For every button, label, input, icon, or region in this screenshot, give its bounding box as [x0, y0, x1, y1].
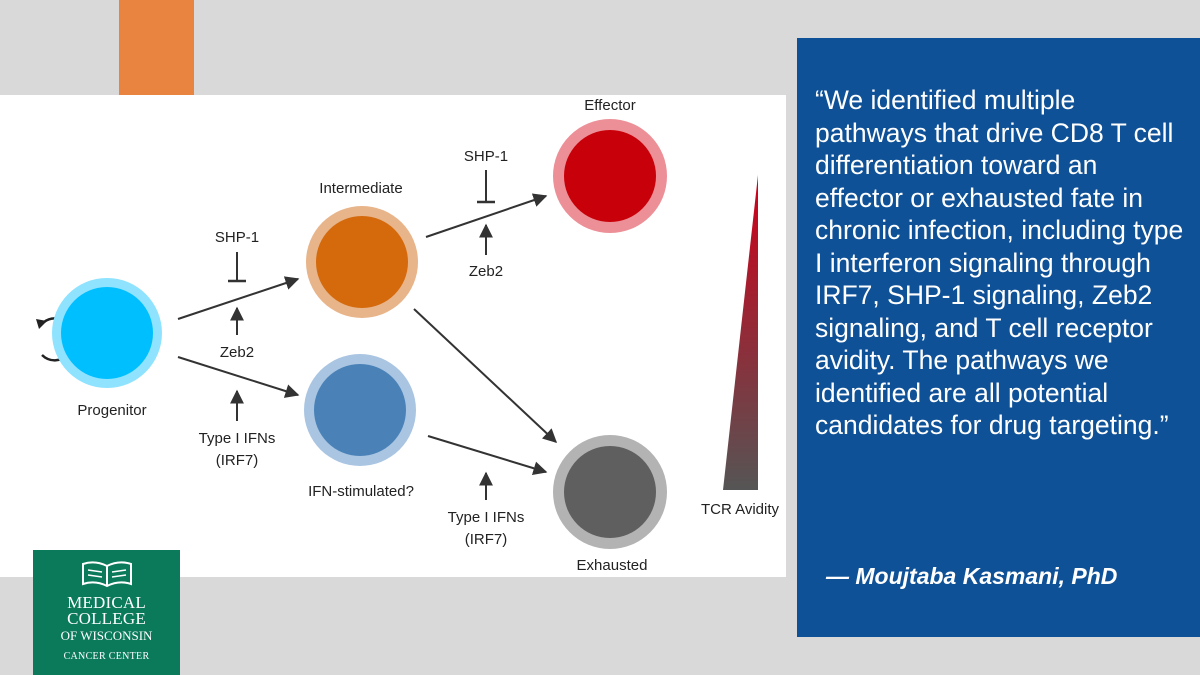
label-ifn-stimulated: IFN-stimulated?	[308, 483, 414, 500]
intermediate-cell	[306, 206, 418, 318]
logo-line-cancer-center: CANCER CENTER	[63, 651, 150, 662]
differentiation-diagram: Progenitor Intermediate Effector IFN-sti…	[0, 95, 786, 577]
label-tcr-avidity: TCR Avidity	[701, 501, 780, 518]
label-zeb2-upper: Zeb2	[220, 344, 254, 361]
exhausted-cell	[553, 435, 667, 549]
label-progenitor: Progenitor	[77, 402, 146, 419]
logo-line-college: COLLEGE	[67, 609, 146, 628]
effector-cell	[553, 119, 667, 233]
mcw-cancer-center-logo: MEDICAL COLLEGE OF WISCONSIN CANCER CENT…	[33, 550, 180, 675]
quote-panel: “We identified multiple pathways that dr…	[797, 38, 1200, 637]
arrow-intermediate-effector	[425, 193, 548, 238]
label-ifn-left-1: Type I IFNs	[199, 430, 276, 447]
label-exhausted: Exhausted	[577, 557, 648, 574]
label-ifn-left-2: (IRF7)	[216, 452, 259, 469]
arrow-progenitor-intermediate	[177, 276, 300, 320]
self-renewal-arrowhead	[36, 319, 47, 329]
label-ifn-right-1: Type I IFNs	[448, 509, 525, 526]
quote-author: — Moujtaba Kasmani, PhD	[826, 563, 1118, 589]
quote-text: “We identified multiple pathways that dr…	[815, 85, 1184, 440]
label-zeb2-lower: Zeb2	[469, 263, 503, 280]
diagram-svg: Progenitor Intermediate Effector IFN-sti…	[36, 97, 780, 574]
label-intermediate: Intermediate	[319, 180, 402, 197]
ifn-stimulated-cell	[304, 354, 416, 466]
logo-line-medical: MEDICAL	[67, 593, 146, 612]
label-ifn-right-2: (IRF7)	[465, 531, 508, 548]
arrow-intermediate-exhausted	[413, 308, 558, 443]
arrow-progenitor-ifn-stimulated	[177, 356, 300, 398]
label-shp1-lower: SHP-1	[464, 148, 508, 165]
logo-line-of-wisconsin: OF WISCONSIN	[60, 628, 153, 643]
tcr-avidity-gradient	[723, 175, 758, 490]
arrow-ifn-stimulated-exhausted	[427, 435, 548, 476]
label-shp1-upper: SHP-1	[215, 229, 259, 246]
label-effector: Effector	[584, 97, 635, 114]
open-book-icon	[81, 561, 132, 588]
progenitor-cell	[52, 278, 162, 388]
